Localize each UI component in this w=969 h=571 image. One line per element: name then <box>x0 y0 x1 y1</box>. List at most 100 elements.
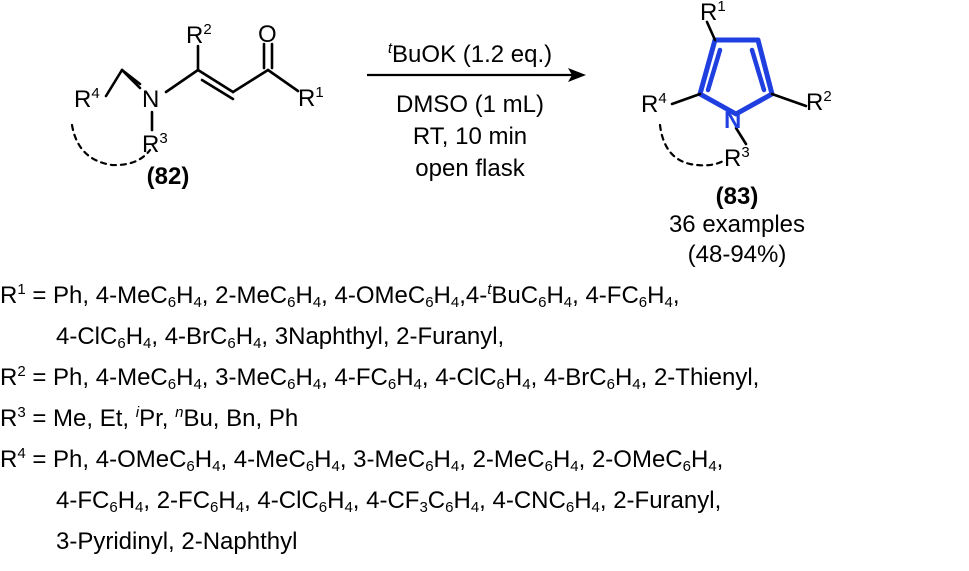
segment: H <box>396 364 414 391</box>
segment: 4 <box>193 294 202 311</box>
bond-r4-ch2 <box>104 68 124 98</box>
r2-eq: = <box>25 364 54 391</box>
segment: 4 <box>522 376 531 393</box>
r3-line-1: R3 = Me, Et, iPr, nBu, Bn, Ph <box>0 405 298 433</box>
reactant-structure <box>70 42 300 167</box>
segment: 6 <box>287 294 296 311</box>
bond-co-r1 <box>266 68 300 93</box>
segment: ,4- <box>459 282 488 309</box>
r4-num: 4 <box>17 445 26 462</box>
segment: , 3Naphthyl, 2-Furanyl, <box>261 323 505 350</box>
segment: H <box>295 282 313 309</box>
segment: 4-FC <box>56 487 110 514</box>
product-atom-r1: R1 <box>700 0 726 26</box>
segment: H <box>690 446 709 473</box>
segment: 4 <box>212 458 221 475</box>
segment: H <box>504 364 523 391</box>
segment: 6 <box>109 499 118 516</box>
segment: 4 <box>331 458 340 475</box>
reactant-atom-o: O <box>258 21 277 48</box>
segment: H <box>647 282 665 309</box>
bond-c-eq-c <box>196 68 235 94</box>
segment: , 4-FC <box>572 282 639 309</box>
segment: 6 <box>186 458 195 475</box>
segment: , 4-FC <box>321 364 388 391</box>
bond-ch2-n <box>120 68 142 90</box>
segment: 6 <box>565 499 575 516</box>
segment: 6 <box>167 376 177 393</box>
segment: Bu, Bn, Ph <box>183 405 299 432</box>
r3-head: R <box>0 405 18 432</box>
segment: 6 <box>210 499 219 516</box>
product-label: (83) <box>716 183 759 210</box>
pyrrole-inner-double-1 <box>705 47 723 93</box>
segment: H <box>453 487 471 514</box>
segment: 4 <box>344 499 353 516</box>
segment: 6 <box>305 458 315 475</box>
segment: 3 <box>419 499 428 516</box>
r4-values-3: 3-Pyridinyl, 2-Naphthyl <box>56 528 297 555</box>
r2-head: R <box>0 364 18 391</box>
segment: , 4-BrC <box>530 364 607 391</box>
segment: H <box>218 487 236 514</box>
segment: H <box>546 282 564 309</box>
segment: H <box>194 446 213 473</box>
segment: Ph, 4-MeC <box>53 282 168 309</box>
segment: H <box>327 487 345 514</box>
segment: 6 <box>117 335 126 352</box>
segment: 3-Pyridinyl, 2-Naphthyl <box>56 528 298 555</box>
r4-line-3: 3-Pyridinyl, 2-Naphthyl <box>56 528 297 556</box>
reaction-scheme: R4 N R3 R2 O R1 (82) tBuOK (1.2 eq.) DMS… <box>70 0 832 268</box>
segment: 4 <box>664 294 673 311</box>
r3-eq: = <box>25 405 54 432</box>
segment: 6 <box>425 294 434 311</box>
segment: H <box>235 323 254 350</box>
pyrrole-ring <box>697 37 775 117</box>
segment: 6 <box>287 376 296 393</box>
segment: i <box>135 404 140 421</box>
segment: , 4-CNC <box>479 487 566 514</box>
segment: 6 <box>318 499 328 516</box>
r4-values-1: Ph, 4-OMeC6H4, 4-MeC6H4, 3-MeC6H4, 2-MeC… <box>53 446 723 475</box>
segment: , 2-OMeC <box>578 446 683 473</box>
segment: 6 <box>445 499 454 516</box>
segment: Pr, <box>139 405 176 432</box>
segment: , 4-ClC <box>421 364 497 391</box>
r3-num: 3 <box>17 404 26 421</box>
r4-values-2: 4-FC6H4, 2-FC6H4, 4-ClC6H4, 4-CF3C6H4, 4… <box>56 487 722 516</box>
segment: 4 <box>570 458 579 475</box>
segment: 6 <box>167 294 177 311</box>
reactant-atom-n: N <box>142 86 159 113</box>
segment: C <box>427 487 446 514</box>
segment: 4 <box>591 499 600 516</box>
bond-c-co <box>231 68 270 94</box>
segment: , 2-Furanyl, <box>599 487 722 514</box>
product-ring-closure-dashed <box>658 123 727 167</box>
segment: 4 <box>413 376 422 393</box>
segment: , 4-CF <box>352 487 420 514</box>
segment: 6 <box>496 376 505 393</box>
bond-c-eq-c-2 <box>200 78 235 101</box>
segment: H <box>117 487 136 514</box>
r2-num: 2 <box>17 363 26 380</box>
segment: 4 <box>563 294 573 311</box>
r2-line-1: R2 = Ph, 4-MeC6H4, 3-MeC6H4, 4-FC6H4, 4-… <box>0 364 759 392</box>
segment: 4 <box>450 294 460 311</box>
segment: 4 <box>470 499 480 516</box>
product-atom-n: N <box>724 107 741 134</box>
product-yield: (48-94%) <box>688 241 787 268</box>
segment: , 4-OMeC <box>321 282 426 309</box>
bond-ring-r2 <box>770 92 808 108</box>
product-structure <box>658 20 808 167</box>
r1-num: 1 <box>17 281 26 298</box>
reactant-atom-r4: R4 <box>74 85 100 113</box>
segment: H <box>295 364 313 391</box>
segment: , 4-ClC <box>244 487 319 514</box>
segment: 6 <box>606 376 615 393</box>
product-examples: 36 examples <box>669 211 805 238</box>
segment: 6 <box>387 376 397 393</box>
segment: , 2-MeC <box>459 446 545 473</box>
segment: 4 <box>450 458 460 475</box>
segment: 6 <box>538 294 547 311</box>
segment: , <box>672 282 680 309</box>
